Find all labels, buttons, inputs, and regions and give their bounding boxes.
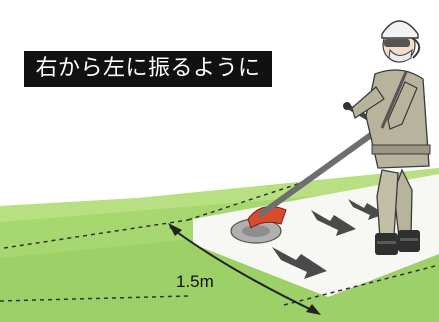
worker-earmuff [411,37,421,59]
worker-left-arm [387,81,418,130]
grass-far-band [0,168,439,222]
trimmer-blade-inner [242,225,270,237]
boot-strap-2 [400,238,418,241]
trimmer-shaft [258,124,385,217]
worker-harness-strap [380,71,408,129]
motion-arrow-mid [311,210,356,236]
measurement-arrow-end [306,304,321,315]
worker-mask [388,48,413,63]
worker-front-leg [376,169,399,240]
instruction-caption-box: 右から左に振るように [24,51,272,87]
measurement-arc [169,226,319,314]
worker-right-arm [351,86,385,119]
blade-guard [247,206,287,229]
instruction-caption-text: 右から左に振るように [35,56,261,81]
cut-boundary-line-upper [3,219,189,249]
distance-label: 1.5m [176,272,214,291]
measurement-arrow-start [168,223,182,236]
cut-boundary-line-lower [283,264,439,306]
boot-strap-1 [377,241,396,244]
motion-arrow-top [348,199,385,220]
worker-helmet [381,20,419,39]
worker-goggles [384,39,410,47]
motion-arrow-left [272,247,327,279]
worker-belt [371,144,431,155]
handle-grip-left [343,102,351,110]
